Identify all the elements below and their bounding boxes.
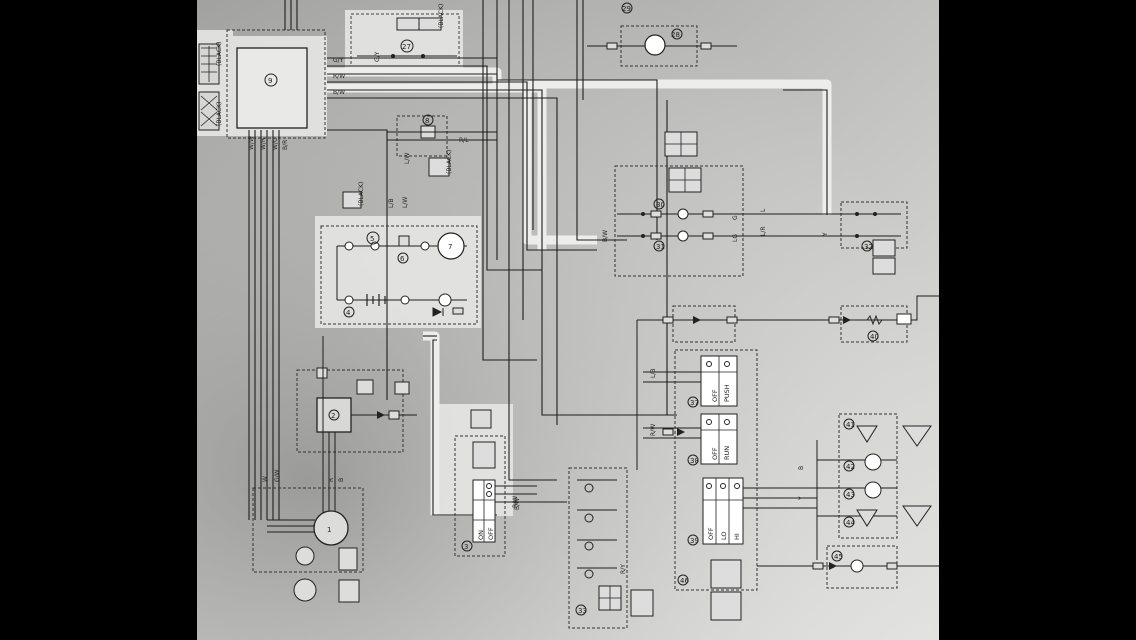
switch-label-lo: LO xyxy=(720,531,728,540)
svg-text:L/B: L/B xyxy=(388,199,395,208)
wiring-diagram-photo: (BLACK) (BLACK) 9 (BLACK) 27 xyxy=(197,0,939,640)
wiring-diagram: (BLACK) (BLACK) 9 (BLACK) 27 xyxy=(197,0,939,640)
component-number: 44 xyxy=(846,519,855,527)
component-number: 8 xyxy=(425,117,429,125)
component-number: 5 xyxy=(370,235,374,243)
switch-label-push: PUSH xyxy=(723,384,731,402)
component-32: 32 xyxy=(817,201,908,275)
main-harness-wires xyxy=(248,0,828,520)
component-number: 7 xyxy=(448,243,452,251)
component-27: (BLACK) 27 G/Y xyxy=(350,4,460,67)
svg-text:W/R: W/R xyxy=(260,138,267,150)
component-number: 31 xyxy=(656,243,665,251)
component-number: 46 xyxy=(680,577,689,585)
component-number: 4 xyxy=(346,309,351,317)
svg-text:LG: LG xyxy=(732,234,739,242)
component-number: 9 xyxy=(268,77,272,85)
headlight-indicators: 41 42 43 44 xyxy=(816,413,932,560)
svg-text:(BLACK): (BLACK) xyxy=(438,4,445,28)
fuse-block: 33 xyxy=(568,467,654,629)
svg-text:R/W: R/W xyxy=(650,424,657,436)
switch-label-hi: HI xyxy=(733,533,741,540)
component-28: 28 29 xyxy=(587,2,737,67)
svg-text:W/G: W/G xyxy=(272,137,279,150)
svg-text:R/W: R/W xyxy=(333,73,345,80)
connector-tag: (BLACK) xyxy=(216,42,223,66)
svg-text:G: G xyxy=(732,215,739,220)
svg-text:B/W: B/W xyxy=(602,230,609,242)
component-30: 30 31 G LG B/W xyxy=(602,131,817,277)
svg-text:B: B xyxy=(338,478,345,482)
svg-text:B/R: B/R xyxy=(282,140,289,150)
component-40: 40 xyxy=(636,295,939,470)
component-1: 1 xyxy=(252,487,364,603)
module-9: 9 xyxy=(226,29,326,139)
component-number: 41 xyxy=(846,421,855,429)
svg-text:G/W: G/W xyxy=(274,469,281,482)
diode-icon xyxy=(432,307,444,317)
switch-label-off: OFF xyxy=(711,389,719,402)
switch-label-on: ON xyxy=(477,530,485,540)
svg-text:R/W: R/W xyxy=(512,496,519,508)
component-45: 45 46 xyxy=(677,545,939,589)
motor-icon xyxy=(313,510,349,546)
svg-text:L/W: L/W xyxy=(404,153,411,164)
svg-text:B/W: B/W xyxy=(333,89,345,96)
component-number: 43 xyxy=(846,491,855,499)
component-number: 39 xyxy=(690,537,699,545)
svg-text:B: B xyxy=(798,466,805,470)
battery-icon xyxy=(366,294,386,306)
component-number: 32 xyxy=(864,243,873,251)
handlebar-switch-block: OFF PUSH 37 OFF RUN 38 OFF LO HI xyxy=(643,349,817,621)
switch-label-off: OFF xyxy=(707,527,715,540)
component-number: 45 xyxy=(834,553,843,561)
component-number: 37 xyxy=(690,399,699,407)
component-number: 28 xyxy=(671,31,680,39)
svg-text:(BLACK): (BLACK) xyxy=(446,150,453,174)
svg-text:L/B: L/B xyxy=(650,369,657,378)
component-number: 2 xyxy=(331,412,335,420)
switch-label-off: OFF xyxy=(711,447,719,460)
component-number: 40 xyxy=(870,333,879,341)
component-number: 27 xyxy=(402,43,411,51)
connector-tag: (BLACK) xyxy=(216,102,223,126)
svg-text:R/Y: R/Y xyxy=(620,564,627,574)
svg-text:B/W: B/W xyxy=(514,498,521,510)
component-number: 38 xyxy=(690,457,699,465)
component-number: 42 xyxy=(846,463,855,471)
relay-8: 8 (BLACK) L/W xyxy=(387,114,497,177)
svg-text:W: W xyxy=(262,476,269,482)
svg-text:Y: Y xyxy=(798,496,805,501)
component-number: 6 xyxy=(400,255,405,263)
svg-text:L/W: L/W xyxy=(402,197,409,208)
component-number: 33 xyxy=(578,607,587,615)
component-number: 30 xyxy=(656,201,665,209)
component-2: 2 xyxy=(296,336,417,520)
battery-lighting-block: (BLACK) 5 6 7 4 xyxy=(320,182,478,325)
svg-text:Y: Y xyxy=(822,232,829,237)
svg-text:G/Y: G/Y xyxy=(333,57,344,64)
switch-label-off: OFF xyxy=(487,527,495,540)
connector-group-top-left: (BLACK) (BLACK) xyxy=(198,42,223,131)
svg-text:L/R: L/R xyxy=(760,226,767,236)
component-number: 29 xyxy=(622,5,631,13)
svg-text:L: L xyxy=(760,208,767,212)
component-number: 1 xyxy=(327,526,331,534)
wire-code-labels: G/Y R/W B/W W/W W/R W/G B/R W G/W R B L/… xyxy=(248,57,829,574)
svg-text:G/Y: G/Y xyxy=(374,51,381,62)
lamp-icon xyxy=(437,232,465,260)
svg-text:R/L: R/L xyxy=(459,137,469,144)
svg-text:(BLACK): (BLACK) xyxy=(358,182,365,206)
component-number: 3 xyxy=(464,543,468,551)
main-switch-3: ON OFF 3 R/W xyxy=(454,409,567,557)
switch-label-run: RUN xyxy=(723,446,731,460)
svg-text:R: R xyxy=(328,478,335,482)
svg-text:W/W: W/W xyxy=(248,136,255,150)
